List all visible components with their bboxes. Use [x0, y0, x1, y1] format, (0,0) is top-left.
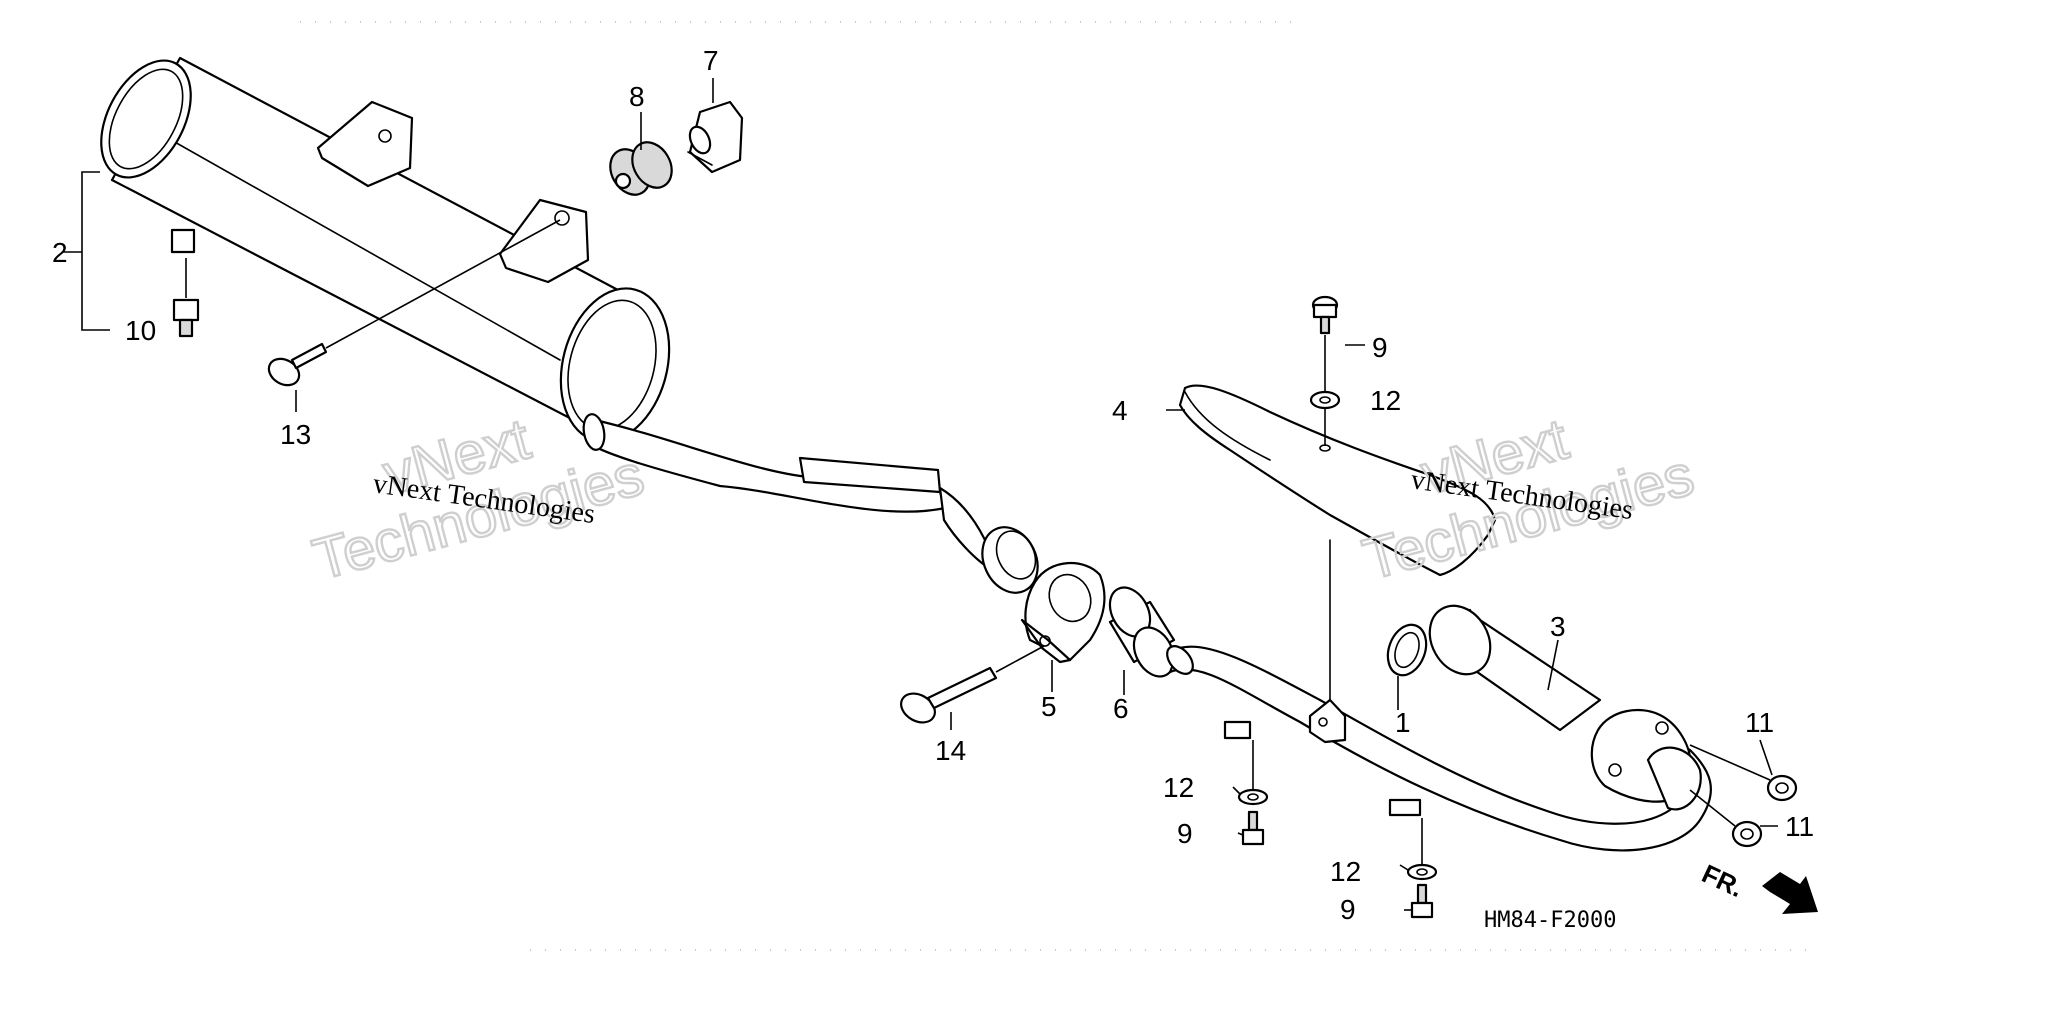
gasket-sleeve	[1108, 586, 1176, 678]
mount-bolt	[267, 342, 328, 387]
callout-3: 3	[1550, 611, 1566, 642]
pipe-clamp	[1020, 562, 1106, 664]
callout-4: 4	[1112, 395, 1128, 426]
exhaust-hanger-1	[1223, 720, 1252, 740]
rear-mount-bracket	[316, 100, 414, 188]
hanger-bolt-1	[1241, 810, 1265, 846]
callout-9-lower-right: 9	[1340, 894, 1356, 925]
clamp-bolt	[900, 666, 998, 724]
muffler	[100, 56, 671, 443]
muffler-outlet-pipe	[582, 413, 1039, 594]
protector-body	[1178, 384, 1497, 577]
callout-11-lower: 11	[1785, 811, 1814, 842]
callout-7: 7	[703, 45, 719, 76]
callout-9-lower-left: 9	[1177, 818, 1193, 849]
callout-8: 8	[629, 81, 645, 112]
callout-5: 5	[1041, 691, 1057, 722]
clamp-body	[1024, 562, 1106, 662]
pipe-body	[588, 418, 947, 513]
callout-9-top: 9	[1372, 332, 1388, 363]
callout-2: 2	[52, 237, 68, 268]
callout-13: 13	[280, 419, 311, 450]
rubber-mount	[609, 141, 673, 196]
front-indicator-label: FR.	[1697, 858, 1748, 903]
callout-6: 6	[1113, 693, 1129, 724]
exhaust-gasket	[1386, 623, 1428, 677]
flange-nut-upper	[1766, 774, 1798, 802]
exhaust-pipe-inlet	[1428, 604, 1492, 676]
drain-boss	[170, 228, 196, 254]
mount-collar	[687, 100, 744, 174]
hanger-bolt-2	[1410, 883, 1434, 919]
hanger-washer-1	[1237, 788, 1269, 806]
callout-1: 1	[1395, 707, 1411, 738]
exhaust-pipe	[1166, 604, 1712, 852]
muffler-rear-cap	[100, 59, 192, 179]
callout-11-upper: 11	[1745, 707, 1774, 738]
protector-washer	[1309, 390, 1341, 410]
heat-protector	[1178, 384, 1497, 701]
callout-14: 14	[935, 735, 966, 766]
callout-leaders	[62, 78, 1778, 911]
front-mount-bracket	[498, 198, 590, 284]
callout-12-lower-right: 12	[1330, 856, 1361, 887]
front-direction-indicator: FR.	[1697, 858, 1818, 914]
callout-12-top: 12	[1370, 385, 1401, 416]
exhaust-hanger-2	[1388, 798, 1422, 817]
drain-bolt	[172, 298, 200, 338]
flange-nut-lower	[1731, 820, 1763, 848]
callout-12-lower-left: 12	[1163, 772, 1194, 803]
callout-10: 10	[125, 315, 156, 346]
protector-bolt	[1311, 295, 1339, 335]
front-arrow-icon	[1762, 872, 1818, 914]
hanger-washer-2	[1406, 863, 1438, 881]
drawing-code: HM84-F2000	[1484, 908, 1616, 933]
bracket-2-10	[81, 171, 110, 331]
